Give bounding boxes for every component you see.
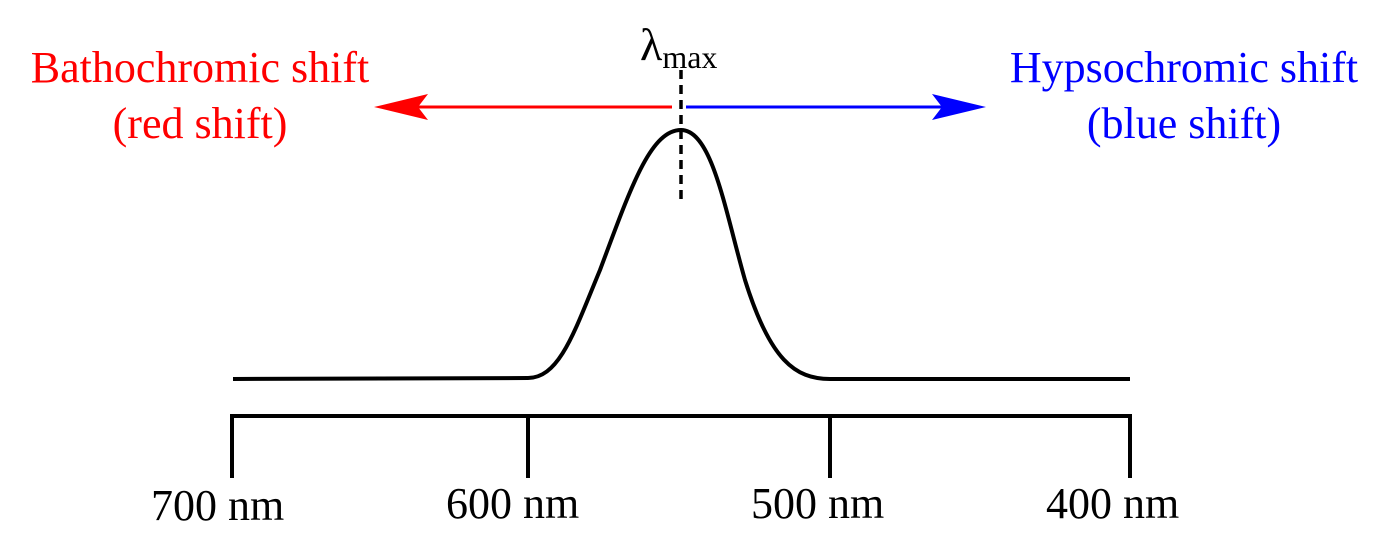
blue-shift-arrowhead xyxy=(932,94,986,120)
tick-label-400: 400 nm xyxy=(1046,479,1180,528)
tick-label-600: 600 nm xyxy=(446,479,580,528)
tick-label-700: 700 nm xyxy=(151,481,285,530)
hypsochromic-line1: Hypsochromic shift xyxy=(1009,43,1359,92)
hypsochromic-line2: (blue shift) xyxy=(1086,99,1282,148)
bathochromic-line1: Bathochromic shift xyxy=(30,43,370,92)
lambda-max-label: λmax xyxy=(640,19,718,75)
lambda-subscript: max xyxy=(662,39,718,75)
lambda-symbol: λ xyxy=(640,19,663,70)
hypsochromic-shift-label: Hypsochromic shift (blue shift) xyxy=(978,46,1390,146)
bathochromic-shift-label: Bathochromic shift (red shift) xyxy=(0,46,400,146)
tick-label-500: 500 nm xyxy=(751,479,885,528)
bathochromic-line2: (red shift) xyxy=(112,99,288,148)
red-shift-arrowhead xyxy=(374,94,428,120)
wavelength-axis xyxy=(230,414,1132,478)
